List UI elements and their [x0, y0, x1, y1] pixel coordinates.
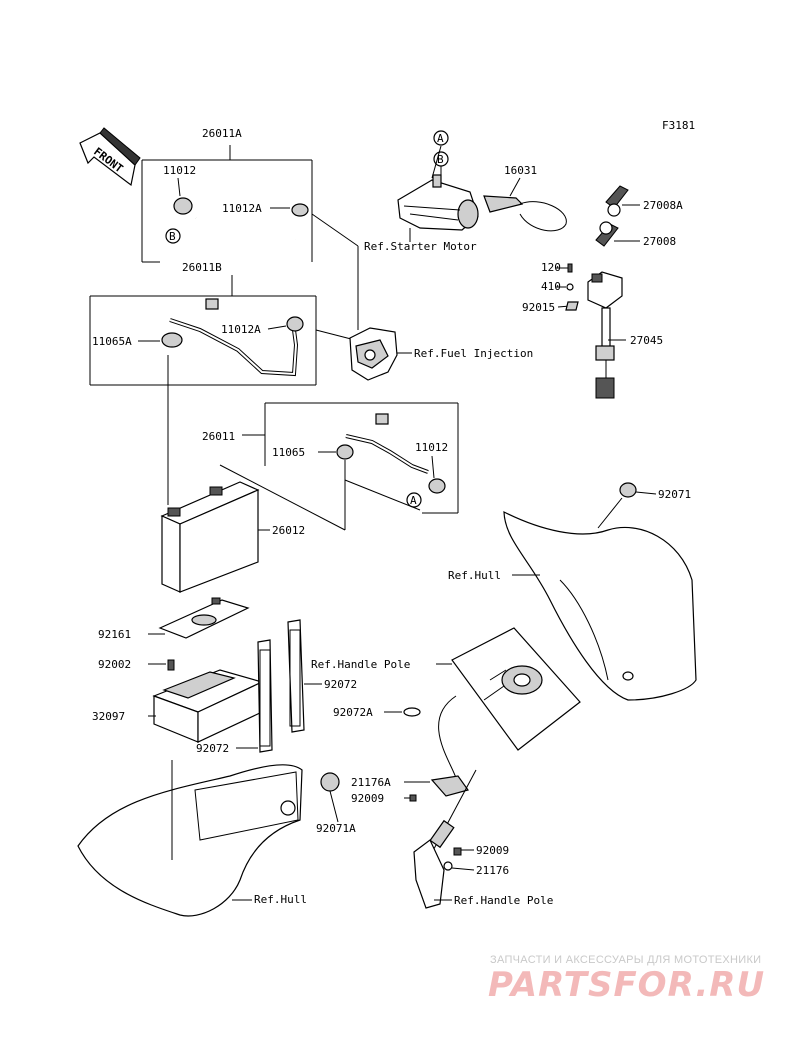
fuel-injection-relay-block: [349, 327, 398, 381]
label-92072-left: 92072: [196, 742, 229, 755]
label-120: 120: [541, 261, 561, 274]
figure-code: F3181: [662, 119, 695, 132]
circle-A-mid: A: [410, 494, 417, 507]
label-92002: 92002: [98, 658, 131, 671]
ref-circle-A-top: [433, 130, 449, 146]
label-26011A: 26011A: [202, 127, 242, 140]
label-32097: 32097: [92, 710, 125, 723]
bolt-92002: [167, 659, 175, 671]
key-27008A: [605, 185, 629, 217]
label-92015: 92015: [522, 301, 555, 314]
label-27045: 27045: [630, 334, 663, 347]
ref-starter-motor: Ref.Starter Motor: [364, 240, 477, 253]
label-92072A: 92072A: [333, 706, 373, 719]
front-arrow-icon: FRONT: [79, 127, 141, 187]
label-21176: 21176: [476, 864, 509, 877]
group-26011A: [141, 145, 359, 330]
label-27008A: 27008A: [643, 199, 683, 212]
battery-case-32097: [152, 669, 264, 743]
label-26011: 26011: [202, 430, 235, 443]
label-16031: 16031: [504, 164, 537, 177]
circle-A-top: A: [437, 132, 444, 145]
group-26011B: [89, 275, 356, 386]
handle-pole-plate: [451, 627, 581, 751]
handle-pole-lower: [413, 819, 462, 909]
battery-26012: [160, 355, 346, 593]
label-410: 410: [541, 280, 561, 293]
watermark-brand: PARTSFOR.RU: [488, 965, 765, 1005]
ref-circle-B-bottom: [165, 228, 181, 244]
label-11012A-top: 11012A: [222, 202, 262, 215]
ref-circle-A-mid: [406, 492, 422, 508]
starter-motor: [397, 174, 479, 231]
label-92009-right: 92009: [476, 844, 509, 857]
circle-B-top: B: [437, 153, 444, 166]
lanyard-16031: [483, 195, 567, 232]
strap-92072-left: [257, 639, 273, 753]
label-26011B: 26011B: [182, 261, 222, 274]
label-11012-mid: 11012: [415, 441, 448, 454]
label-92071A: 92071A: [316, 822, 356, 835]
wire-21176A: [438, 695, 457, 779]
ref-hull-bottom: Ref.Hull: [254, 893, 307, 906]
watermark-tagline: ЗАПЧАСТИ И АКСЕССУАРЫ ДЛЯ МОТОТЕХНИКИ: [490, 954, 761, 966]
label-21176A: 21176A: [351, 776, 391, 789]
ref-fuel-injection: Ref.Fuel Injection: [414, 347, 533, 360]
bracket-21176A: [430, 775, 469, 797]
label-26012: 26012: [272, 524, 305, 537]
ref-handle-pole-bottom: Ref.Handle Pole: [454, 894, 553, 907]
circle-B-bottom: B: [169, 230, 176, 243]
strap-92072-right: [287, 619, 305, 733]
group-26011: [242, 402, 459, 530]
label-11012-top: 11012: [163, 164, 196, 177]
switch-27045: [587, 271, 623, 399]
hull-bottom: [77, 760, 303, 917]
key-27008: [595, 221, 619, 247]
ref-handle-pole-top: Ref.Handle Pole: [311, 658, 410, 671]
battery-strap-92161: [158, 597, 250, 639]
clamp-92072A: [403, 707, 421, 717]
label-11065: 11065: [272, 446, 305, 459]
ref-hull-right: Ref.Hull: [448, 569, 501, 582]
hull-right: [503, 511, 697, 701]
grommet-92071: [619, 482, 637, 498]
label-11065A: 11065A: [92, 335, 132, 348]
label-92161: 92161: [98, 628, 131, 641]
label-11012A-mid: 11012A: [221, 323, 261, 336]
label-92071: 92071: [658, 488, 691, 501]
grommet-92071A: [320, 772, 340, 792]
label-92009-left: 92009: [351, 792, 384, 805]
label-27008: 27008: [643, 235, 676, 248]
label-92072-right: 92072: [324, 678, 357, 691]
